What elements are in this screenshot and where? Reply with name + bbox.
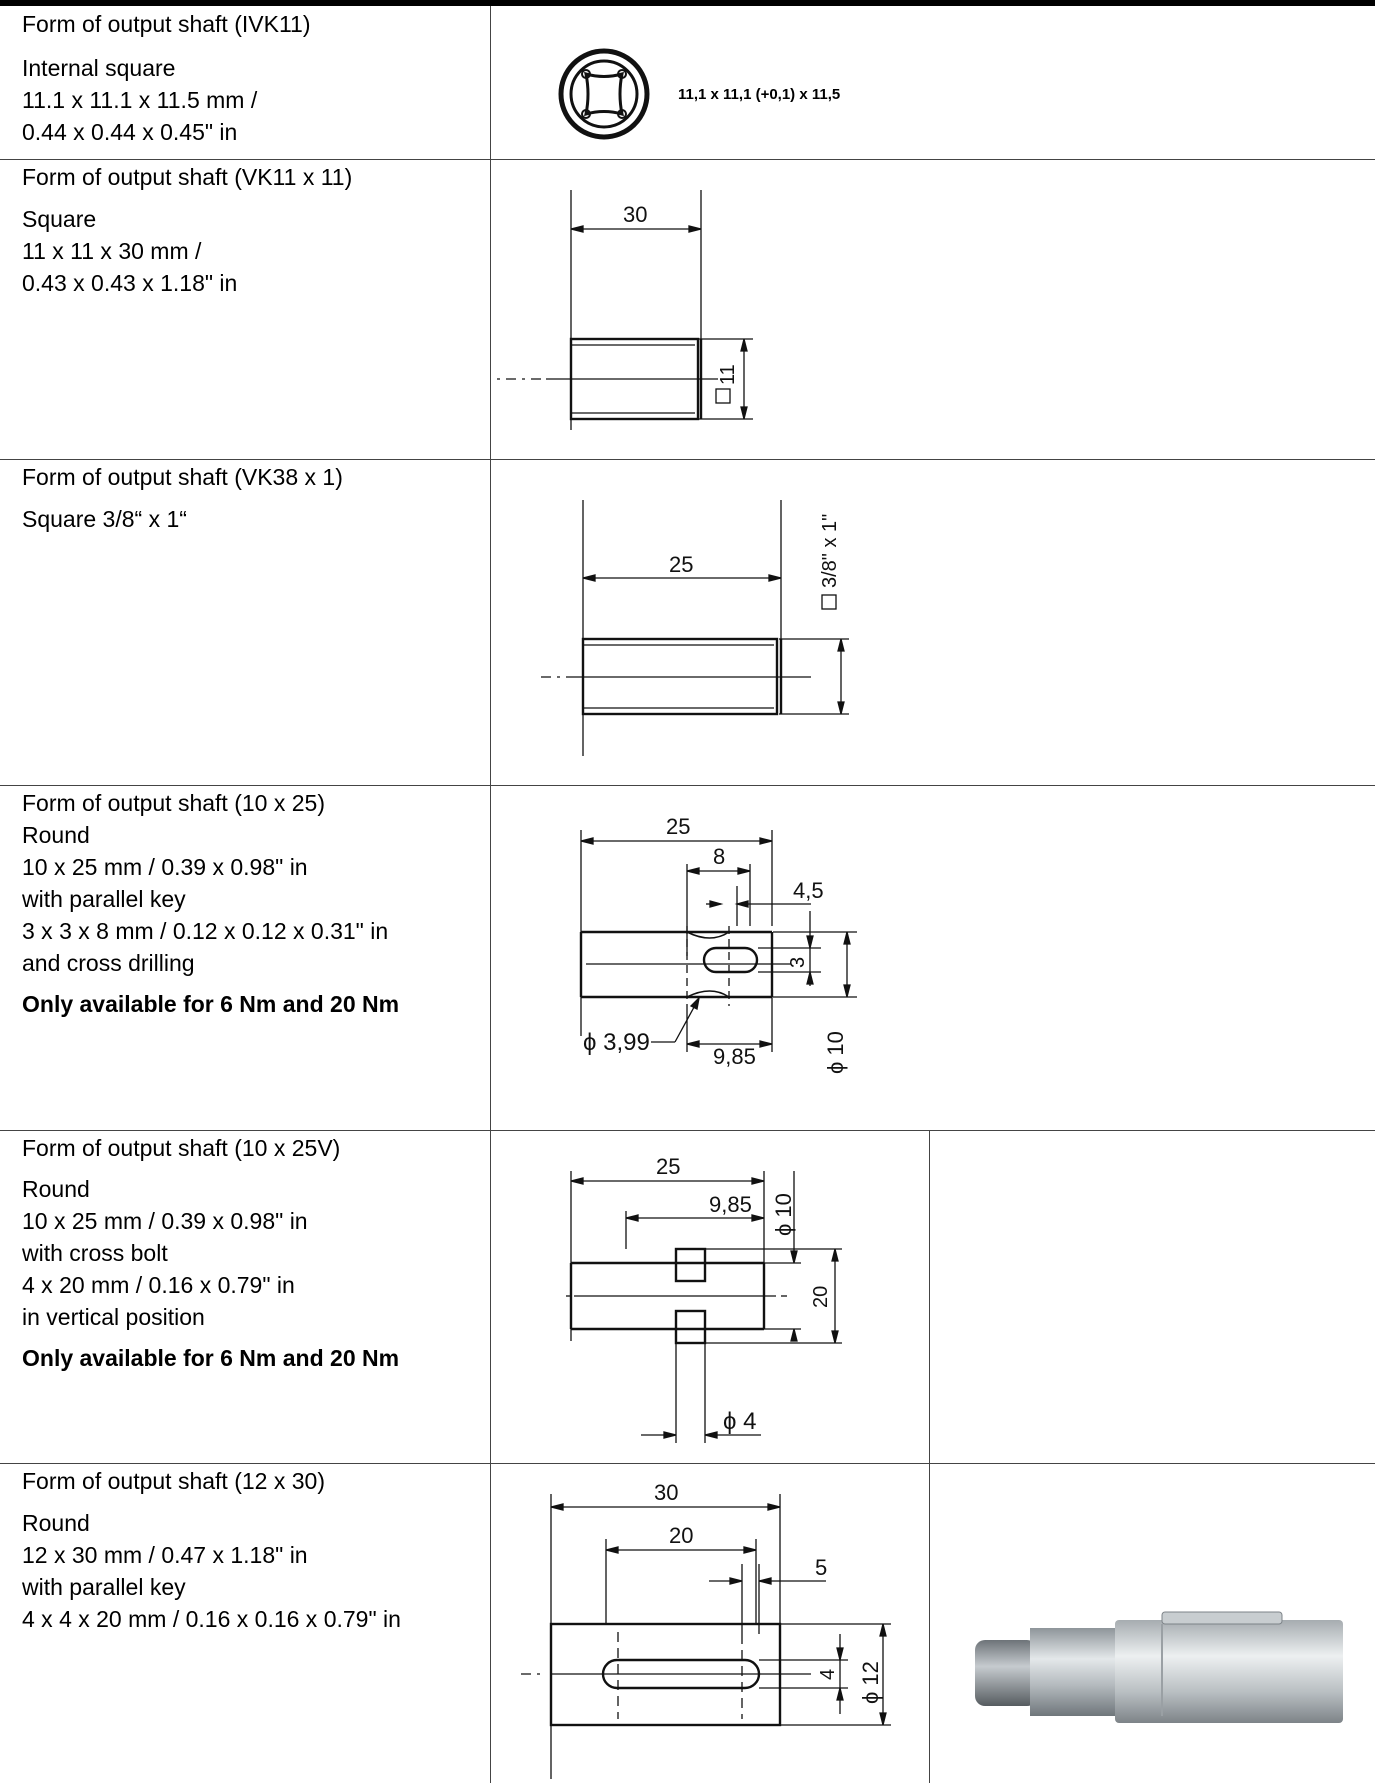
row-divider [0, 159, 1375, 160]
dimension-key: 8 [713, 844, 725, 869]
shaft-photo [975, 1611, 1343, 1723]
dimension-bolt-length: 20 [810, 1286, 832, 1308]
dimension-diameter-value: 10 [823, 1031, 848, 1055]
row-line: 10 x 25 mm / 0.39 x 0.98" in [22, 854, 308, 880]
drawing-round-cross-bolt: 25 9,85 ϕ 10 20 ϕ 4 [566, 1154, 842, 1443]
row-line: 11.1 x 11.1 x 11.5 mm / [22, 87, 258, 113]
row-divider [0, 1463, 1375, 1464]
row-line: with parallel key [22, 1574, 186, 1600]
table-row: Form of output shaft (10 x 25V) Round 10… [0, 1130, 490, 1463]
dimension-offset: 5 [815, 1555, 827, 1580]
table-row: Form of output shaft (VK38 x 1) Square 3… [0, 459, 490, 785]
table-row: Form of output shaft (10 x 25) Round 10 … [0, 785, 490, 1130]
dimension-offset: 4,5 [793, 878, 824, 903]
row-heading: Form of output shaft (10 x 25V) [22, 1135, 341, 1161]
drawing-round-key-drilling: 25 8 4,5 3 ϕ 3,99 9,85 ϕ 10 [579, 814, 857, 1074]
table-row: Form of output shaft (IVK11) Internal sq… [0, 6, 490, 159]
dimension-bolt-pos: 9,85 [709, 1192, 752, 1217]
dimension-length: 30 [654, 1480, 678, 1505]
row-heading: Form of output shaft (IVK11) [22, 11, 311, 37]
dimension-square: 3/8" x 1" [819, 514, 841, 588]
row-line: 3 x 3 x 8 mm / 0.12 x 0.12 x 0.31" in [22, 918, 389, 944]
dimension-bolt-diameter: ϕ 4 [723, 1408, 756, 1435]
drawing-square-shaft: 30 11 [491, 190, 753, 430]
dimension-diameter: ϕ 10 [823, 1031, 848, 1074]
dimension-key: 20 [669, 1523, 693, 1548]
row-line: Round [22, 1176, 90, 1202]
drawing-square-3-8-shaft: 25 3/8" x 1" [541, 500, 849, 756]
row-line: Internal square [22, 55, 176, 81]
dimension-drill-value: 3,99 [603, 1029, 650, 1056]
row-line: 4 x 20 mm / 0.16 x 0.79" in [22, 1272, 295, 1298]
row-line: 10 x 25 mm / 0.39 x 0.98" in [22, 1208, 308, 1234]
dimension-diameter-value: 10 [771, 1193, 796, 1217]
availability-note: Only available for 6 Nm and 20 Nm [22, 991, 400, 1017]
row-line: Square [22, 206, 97, 232]
row-line: Round [22, 1510, 90, 1536]
dimension-diameter: ϕ 10 [771, 1193, 796, 1236]
dimension-label: 11,1 x 11,1 (+0,1) x 11,5 [678, 86, 840, 103]
table-row: Form of output shaft (VK11 x 11) Square … [0, 159, 490, 459]
row-heading: Form of output shaft (12 x 30) [22, 1468, 325, 1494]
dimension-key-width: 3 [787, 957, 809, 968]
drawing-internal-square: 11,1 x 11,1 (+0,1) x 11,5 [558, 48, 840, 140]
row-heading: Form of output shaft (VK11 x 11) [22, 164, 353, 190]
dimension-key-width: 4 [817, 1669, 839, 1680]
row-heading: Form of output shaft (VK38 x 1) [22, 464, 343, 490]
dimension-diameter: ϕ 12 [858, 1661, 883, 1704]
row-line: 11 x 11 x 30 mm / [22, 238, 202, 264]
table-top-border [0, 0, 1375, 6]
dimension-length: 25 [656, 1154, 680, 1179]
dimension-length: 25 [666, 814, 690, 839]
row-divider [0, 785, 1375, 786]
dimension-diameter-value: 12 [858, 1661, 883, 1685]
row-divider [0, 1130, 1375, 1131]
drawing-round-parallel-key: 30 20 5 4 ϕ 12 [521, 1480, 891, 1779]
row-heading: Form of output shaft (10 x 25) [22, 790, 325, 816]
row-line: Square 3/8“ x 1“ [22, 506, 187, 532]
dimension-drill: ϕ 3,99 [583, 1029, 650, 1056]
dimension-bolt-diameter-value: 4 [743, 1408, 756, 1435]
row-line: and cross drilling [22, 950, 195, 976]
row-line: Round [22, 822, 90, 848]
column-divider [929, 1130, 930, 1783]
row-line: with parallel key [22, 886, 186, 912]
row-line: 12 x 30 mm / 0.47 x 1.18" in [22, 1542, 308, 1568]
dimension-square: 11 [717, 364, 739, 385]
row-line: with cross bolt [22, 1240, 168, 1266]
dimension-drill-pos: 9,85 [713, 1044, 756, 1069]
row-line: in vertical position [22, 1304, 205, 1330]
dimension-length: 25 [669, 552, 693, 577]
row-line: 4 x 4 x 20 mm / 0.16 x 0.16 x 0.79" in [22, 1606, 401, 1632]
row-divider [0, 459, 1375, 460]
row-line: 0.43 x 0.43 x 1.18" in [22, 270, 238, 296]
availability-note: Only available for 6 Nm and 20 Nm [22, 1345, 400, 1371]
row-line: 0.44 x 0.44 x 0.45" in [22, 119, 238, 145]
dimension-length: 30 [623, 202, 647, 227]
table-row: Form of output shaft (12 x 30) Round 12 … [0, 1463, 490, 1783]
column-divider [490, 6, 491, 1783]
